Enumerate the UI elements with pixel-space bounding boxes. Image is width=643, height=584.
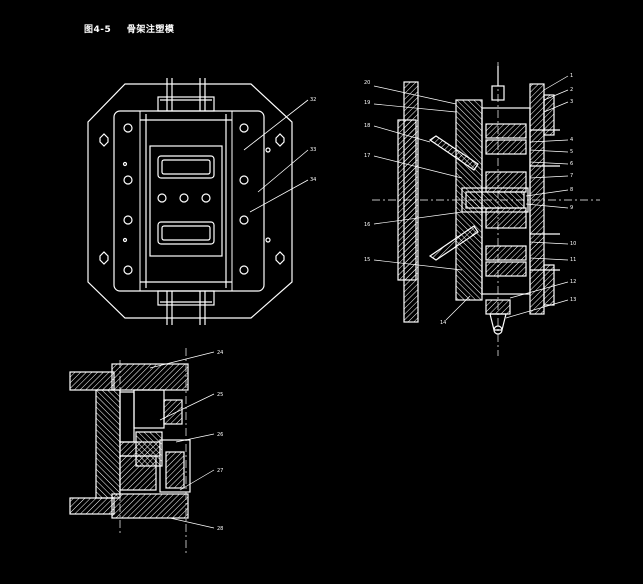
section-callout-19: 19 bbox=[364, 100, 370, 106]
partial-callout-25: 25 bbox=[217, 392, 223, 398]
section-callout-20: 20 bbox=[364, 80, 370, 86]
top-view bbox=[87, 78, 309, 325]
section-callout-16: 16 bbox=[364, 222, 370, 228]
top-view-callout-33: 33 bbox=[310, 147, 316, 153]
top-view-outline bbox=[87, 83, 293, 319]
partial-callout-27: 27 bbox=[217, 468, 223, 474]
section-callout-6: 6 bbox=[570, 161, 573, 167]
partial-callout-26: 26 bbox=[217, 432, 223, 438]
partial-view bbox=[69, 348, 215, 556]
section-view bbox=[372, 62, 600, 356]
section-callout-11: 11 bbox=[570, 257, 576, 263]
section-callout-13: 13 bbox=[570, 297, 576, 303]
section-callouts-left: 20 19 18 17 16 15 14 bbox=[364, 80, 446, 326]
figure-title: 骨架注塑模 bbox=[126, 25, 175, 35]
partial-callout-28: 28 bbox=[217, 526, 223, 532]
section-callouts-right: 1 2 3 4 5 6 7 8 9 10 11 12 13 bbox=[570, 73, 576, 303]
section-callout-9: 9 bbox=[570, 205, 573, 211]
top-view-callout-34: 34 bbox=[310, 177, 316, 183]
section-callout-14: 14 bbox=[440, 320, 446, 326]
drawing-title: 图4-5 骨架注塑模 bbox=[84, 22, 186, 35]
section-callout-15: 15 bbox=[364, 257, 370, 263]
figure-label: 图4-5 bbox=[84, 25, 112, 35]
section-callout-5: 5 bbox=[570, 149, 573, 155]
partial-callout-24: 24 bbox=[217, 350, 223, 356]
section-callout-7: 7 bbox=[570, 173, 573, 179]
section-callout-4: 4 bbox=[570, 137, 573, 143]
section-callout-8: 8 bbox=[570, 187, 573, 193]
section-callout-1: 1 bbox=[570, 73, 573, 79]
section-callout-2: 2 bbox=[570, 87, 573, 93]
top-view-inner-plate bbox=[113, 110, 265, 292]
section-callout-17: 17 bbox=[364, 153, 370, 159]
partial-callouts: 24 25 26 27 28 bbox=[217, 350, 223, 532]
section-callout-12: 12 bbox=[570, 279, 576, 285]
section-callout-10: 10 bbox=[570, 241, 576, 247]
section-callout-3: 3 bbox=[570, 99, 573, 105]
top-view-callout-32: 32 bbox=[310, 97, 316, 103]
section-callout-18: 18 bbox=[364, 123, 370, 129]
